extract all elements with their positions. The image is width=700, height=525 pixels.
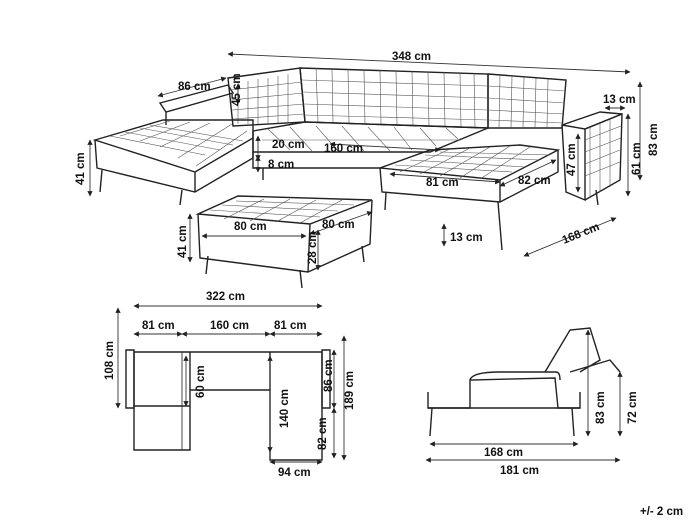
- label-top-seat-depth-right: 140 cm: [279, 389, 291, 428]
- label-top-back-depth: 108 cm: [104, 341, 116, 380]
- label-chaise-right-depth: 82 cm: [518, 175, 551, 187]
- sideview-dimension-lines: [425, 329, 623, 463]
- label-arm-height: 61 cm: [631, 142, 643, 175]
- sofa-side-view: [427, 327, 621, 437]
- label-seat-height: 41 cm: [75, 152, 87, 185]
- label-top-left-section: 81 cm: [142, 320, 175, 332]
- label-top-total-width: 322 cm: [206, 291, 245, 303]
- label-top-seat-depth-left: 60 cm: [195, 365, 207, 398]
- label-chaise-right-width: 81 cm: [426, 177, 459, 189]
- label-chaise-left-depth: 86 cm: [178, 81, 211, 93]
- label-back-cushion-depth: 20 cm: [272, 139, 305, 151]
- topview-dimension-lines: [115, 303, 347, 465]
- label-total-width: 348 cm: [392, 51, 431, 63]
- label-middle-seat-width: 160 cm: [324, 143, 363, 155]
- label-side-reclined-height: 83 cm: [595, 391, 607, 424]
- label-back-height-left: 45 cm: [231, 73, 243, 106]
- label-total-height: 83 cm: [648, 123, 660, 156]
- sofa-isometric-view: [92, 67, 623, 251]
- label-side-seat-length: 168 cm: [484, 447, 523, 459]
- dimension-lines: [87, 51, 643, 257]
- dimension-labels: 348 cm 86 cm 45 cm 13 cm 83 cm 61 cm 47 …: [75, 51, 683, 518]
- ottoman-drawing: [195, 195, 373, 289]
- label-arm-width: 13 cm: [603, 94, 636, 106]
- label-ottoman-depth: 80 cm: [322, 219, 355, 231]
- label-top-total-depth: 189 cm: [344, 371, 356, 410]
- label-side-total-height: 72 cm: [627, 391, 639, 424]
- label-tolerance: +/- 2 cm: [640, 506, 683, 518]
- label-ottoman-width: 80 cm: [234, 221, 267, 233]
- label-seat-thickness: 8 cm: [268, 159, 294, 171]
- label-side-bed-length: 181 cm: [500, 465, 539, 477]
- label-top-right-section: 81 cm: [274, 320, 307, 332]
- label-ottoman-height: 41 cm: [177, 225, 189, 258]
- label-leg-height: 13 cm: [450, 232, 483, 244]
- label-top-chaise-width: 94 cm: [278, 467, 311, 479]
- ottoman-dimension-lines: [187, 211, 373, 271]
- label-ottoman-cushion-height: 28 cm: [307, 231, 319, 264]
- sofa-top-view: [125, 349, 331, 461]
- label-top-back-height-right: 86 cm: [323, 359, 335, 392]
- label-arm-to-seat: 47 cm: [566, 143, 578, 176]
- label-top-middle-section: 160 cm: [210, 320, 249, 332]
- label-chaise-total-depth: 168 cm: [561, 221, 602, 247]
- label-top-chaise-end: 82 cm: [317, 417, 329, 450]
